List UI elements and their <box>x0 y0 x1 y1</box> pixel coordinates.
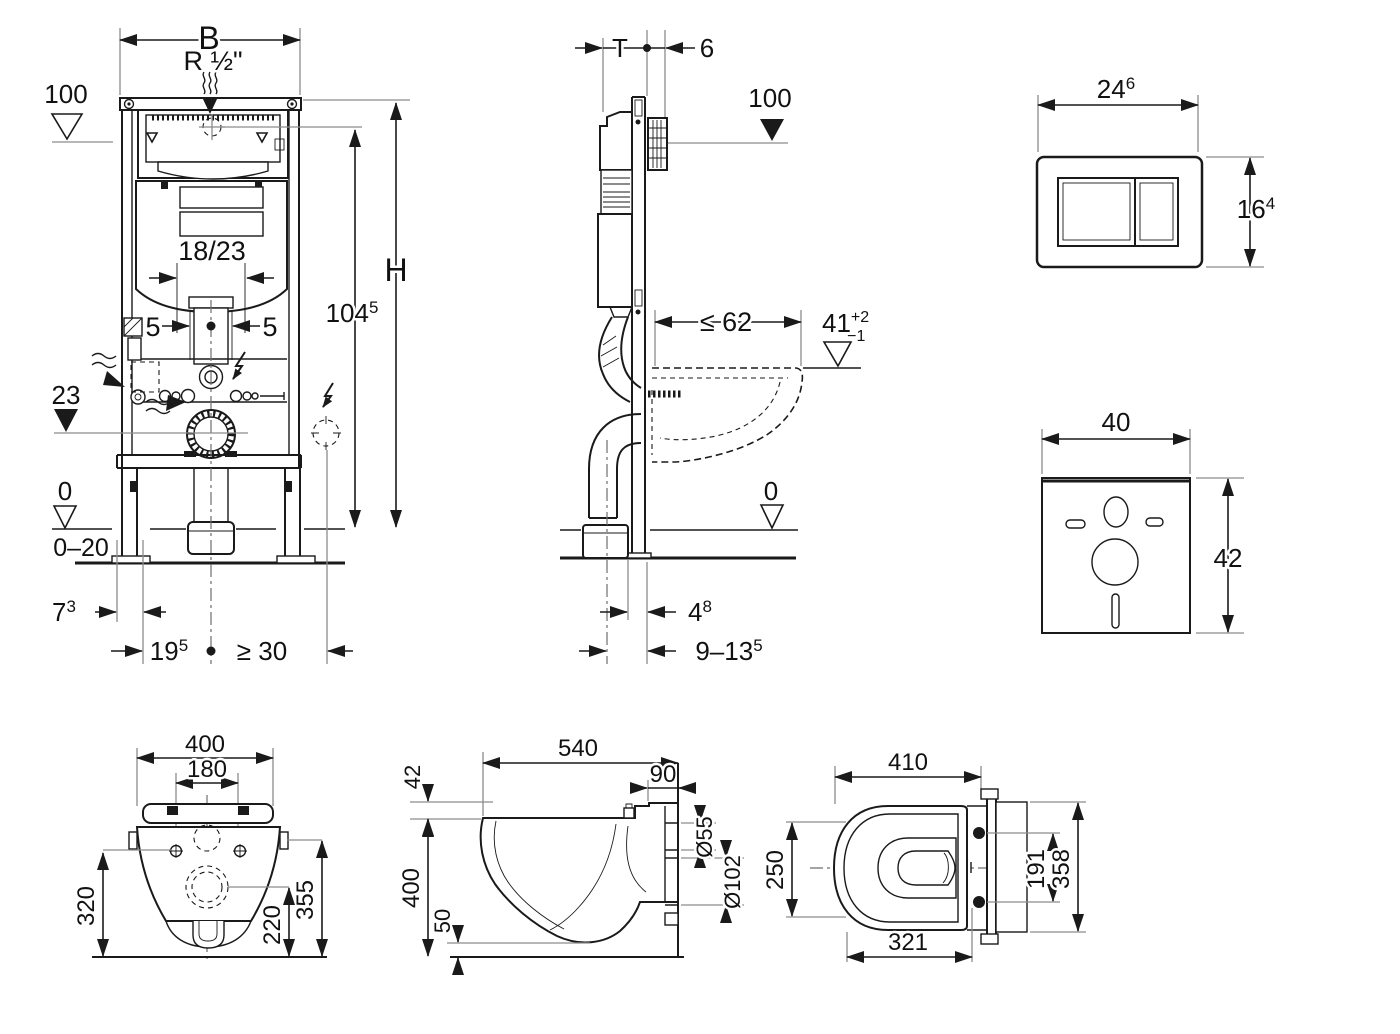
dim-wc-width: 400 <box>185 731 225 758</box>
wc-seat-bar <box>142 803 274 824</box>
frame-front-view: B R ½" 100 H 1045 18/23 5 5 23 0 0–20 73… <box>42 18 410 669</box>
lightning-icon <box>232 351 246 380</box>
dim-level-100: 100 <box>44 79 87 109</box>
level-marker-open-icon <box>822 341 853 368</box>
flush-plate-box <box>647 117 668 171</box>
wc-side-view: 540 90 42 400 50 Ø55 Ø102 <box>396 733 748 975</box>
mounting-plate <box>995 801 1028 933</box>
dim-drain-range: 9–135 <box>695 636 762 666</box>
frame-foot-block <box>582 524 629 559</box>
dim-height-inner: 220 <box>259 905 286 945</box>
dim-rim-height: 400 <box>398 868 425 908</box>
wc-flush-opening <box>897 850 956 886</box>
flow-icon <box>91 352 117 369</box>
water-flow-icon <box>202 71 218 95</box>
wc-front-view: 400 180 320 355 220 <box>71 729 328 962</box>
frame-rail <box>631 96 646 553</box>
dim-drain-offset: 48 <box>688 597 712 627</box>
flush-bend <box>598 316 642 403</box>
mounting-bar <box>986 797 997 936</box>
foot-plate-left <box>111 555 151 564</box>
level-marker-open-icon <box>759 504 785 530</box>
dim-seat-step: 42 <box>400 765 425 789</box>
sound-insulation-pad-view: 40 42 <box>1041 405 1245 634</box>
dim-total-width: 358 <box>1048 849 1075 889</box>
dim-inlet-diameter: Ø55 <box>692 816 717 858</box>
dim-supply-offset: 73 <box>52 597 76 627</box>
lightning-icon <box>322 382 334 408</box>
dim-frame-width: B <box>198 20 219 56</box>
dim-floor-zero: 0 <box>764 476 778 506</box>
flush-plate-view: 246 164 <box>1035 72 1278 269</box>
dim-water-connection: R ½" <box>183 46 242 76</box>
dim-bolt-spacing: 180 <box>187 756 227 783</box>
flush-button-small <box>1134 177 1179 247</box>
wc-profile <box>479 802 679 944</box>
dim-height-right: 355 <box>292 880 319 920</box>
dim-outlet-diameter: Ø102 <box>720 855 745 909</box>
cistern-tank-side <box>597 213 633 308</box>
dim-rear-shelf: 90 <box>650 761 677 788</box>
dim-floor-range: 0–20 <box>53 534 109 562</box>
dim-pad-height: 42 <box>1214 543 1243 573</box>
dim-wall-thickness: 6 <box>700 33 714 63</box>
foot-plate-right <box>276 555 316 564</box>
dim-outlet-min: ≥ 30 <box>237 636 287 666</box>
dim-offset-right: 5 <box>262 312 277 342</box>
dim-bowl-depth-max: ≤ 62 <box>700 307 752 337</box>
level-marker-filled-icon <box>760 119 784 141</box>
dim-tank-width: 18/23 <box>178 236 246 266</box>
dim-height-left: 320 <box>73 886 100 926</box>
level-marker-open-icon <box>50 113 84 141</box>
dim-fixing-depth: 321 <box>888 929 928 956</box>
dim-center-offset: 195 <box>150 636 188 666</box>
dim-floor-zero: 0 <box>58 476 72 506</box>
level-marker-open-icon <box>52 505 78 530</box>
dim-clearance: 50 <box>430 909 455 933</box>
dim-frame-height: H <box>384 252 407 288</box>
drain-elbow <box>588 413 642 519</box>
dim-connection-height: 1045 <box>326 298 379 328</box>
frame-legs <box>121 468 301 556</box>
frame-side-view: T 6 100 ≤ 62 41+2−1 0 48 9–135 <box>560 30 872 669</box>
dim-wc-top-depth: 410 <box>888 749 928 776</box>
dim-wc-depth: 540 <box>558 735 598 762</box>
wc-outline-dashed <box>652 367 804 463</box>
sound-pad <box>1041 477 1191 634</box>
dim-bowl-level: 41+2−1 <box>822 308 869 345</box>
dim-bowl-width: 250 <box>762 850 789 890</box>
dim-drain-level: 23 <box>52 380 81 410</box>
dim-offset-left: 5 <box>145 312 160 342</box>
dim-level-plate: 100 <box>748 83 791 113</box>
dim-plate-height: 164 <box>1237 194 1275 224</box>
cistern-tray <box>157 161 269 180</box>
level-marker-filled-icon <box>54 409 78 432</box>
water-inlet-arrow-icon <box>202 97 218 114</box>
cistern-top <box>599 111 633 171</box>
dim-pad-width: 40 <box>1102 407 1131 437</box>
dim-top-bolt-spacing: 191 <box>1023 849 1050 889</box>
flow-icon <box>145 398 171 415</box>
dim-plate-width: 246 <box>1097 74 1135 104</box>
inspection-window <box>145 114 281 163</box>
dim-frame-depth: T <box>612 33 628 63</box>
wc-top-view: 410 250 191 358 321 <box>760 747 1086 963</box>
flush-button-large <box>1057 177 1136 247</box>
